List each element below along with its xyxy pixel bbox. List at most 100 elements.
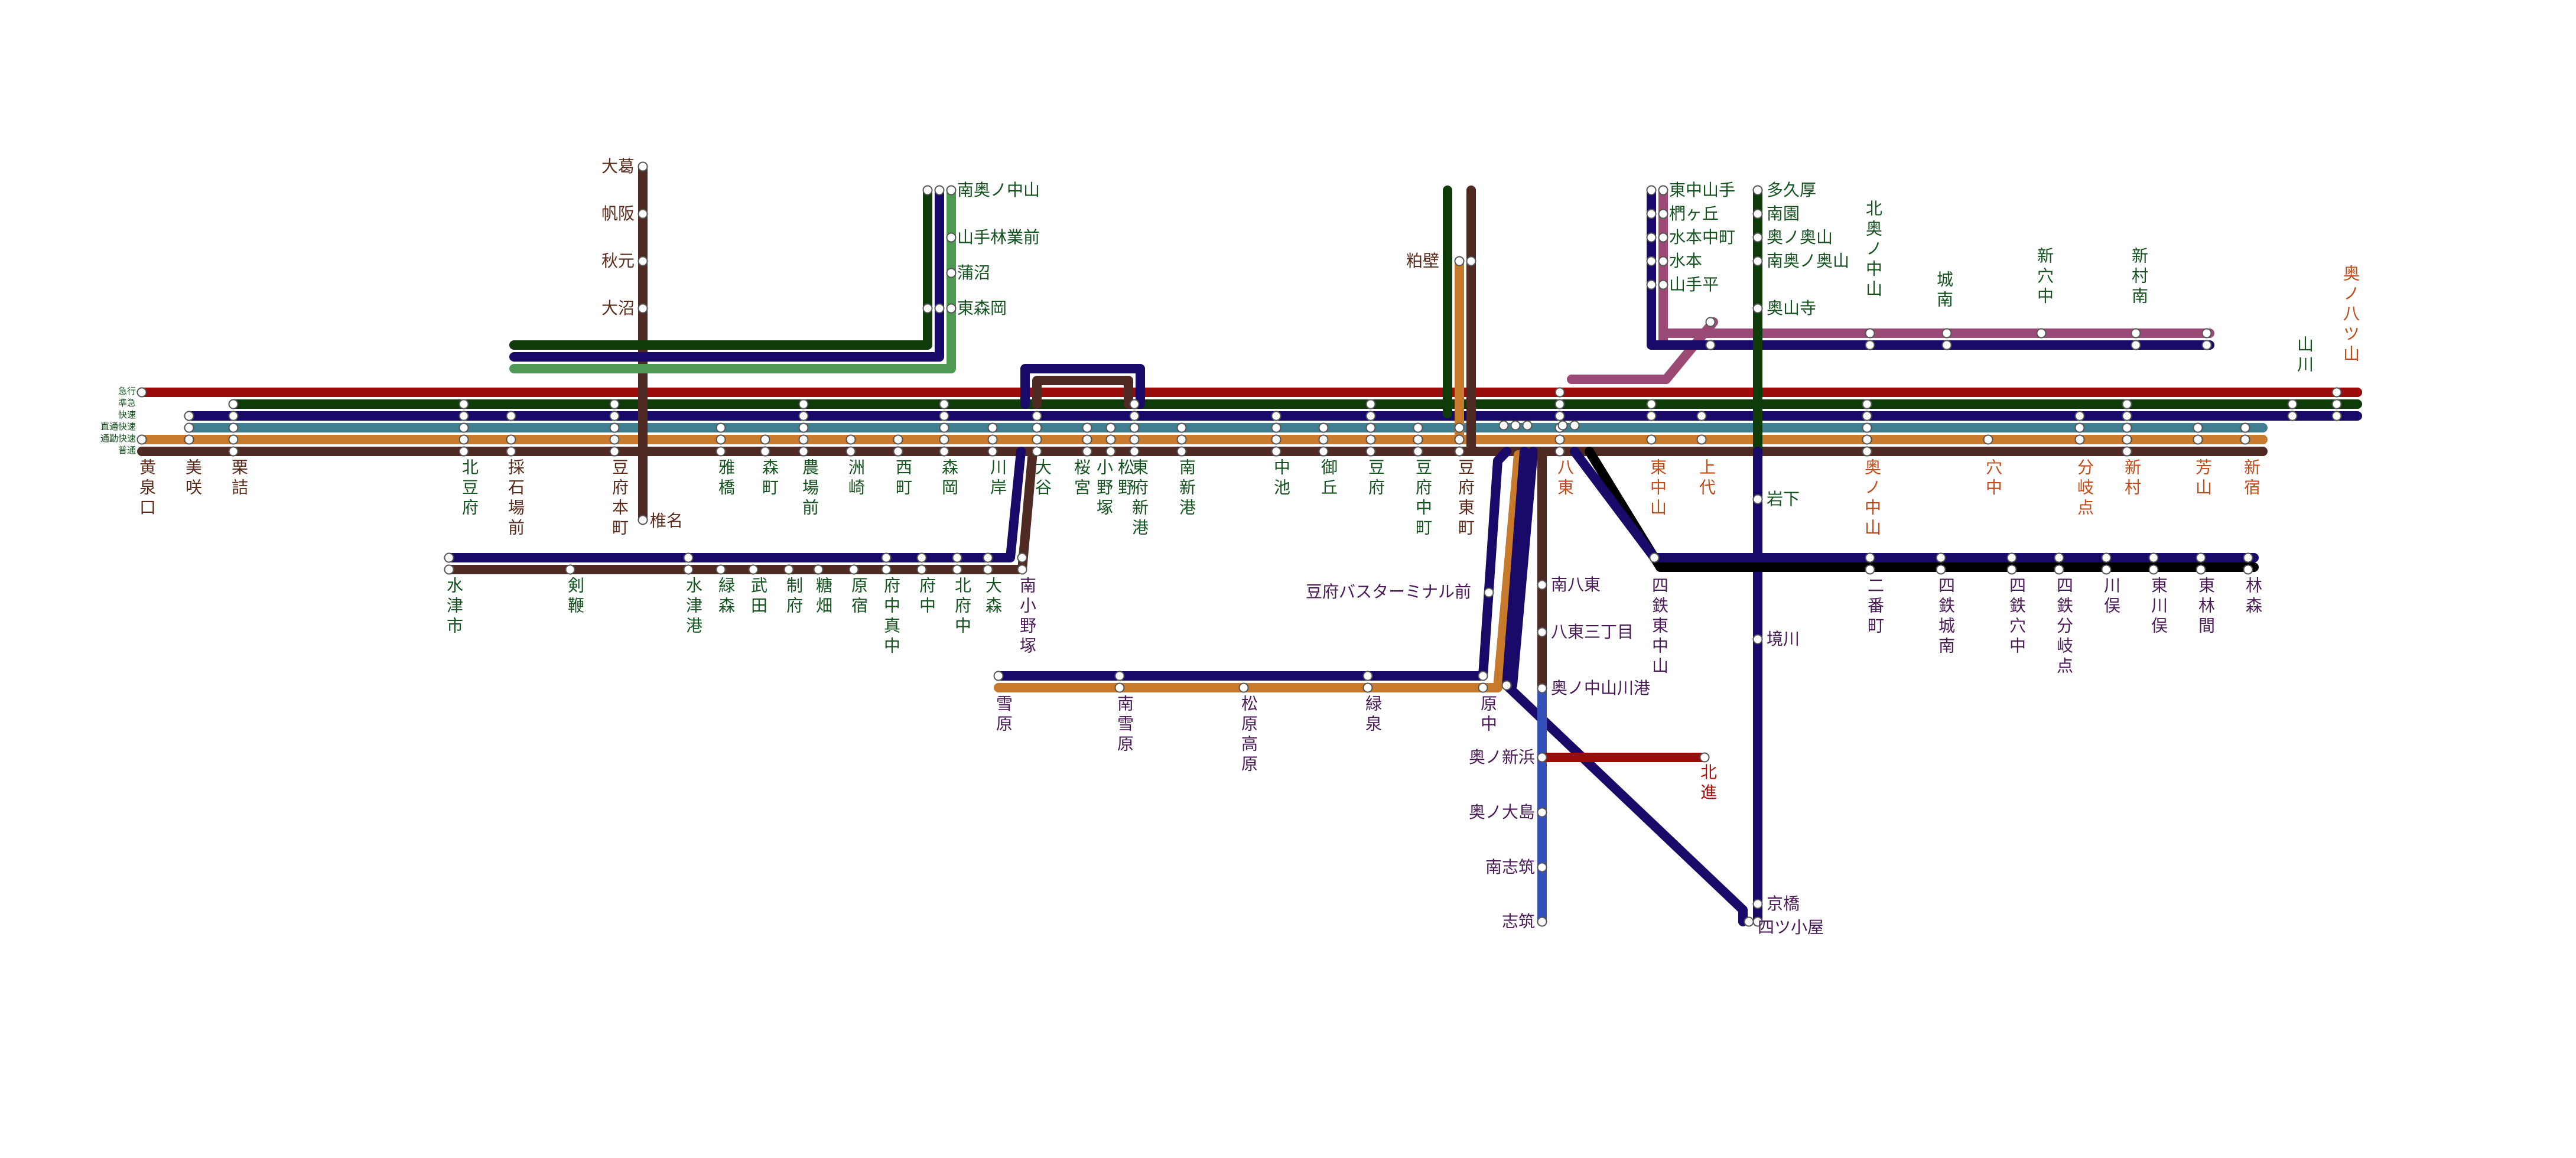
station-marker [881,564,892,575]
station-label-otani: 大谷 [1033,458,1052,499]
station-marker [2331,387,2342,398]
station-label-kamishiro: 上代 [1697,458,1716,499]
legend-item: 快速 [118,409,136,420]
station-marker [715,446,726,457]
station-marker [1646,279,1657,290]
station-label-mioka: 御丘 [1319,458,1338,499]
station-marker [1271,446,1282,457]
station-label-kasukabe: 粕壁 [1406,251,1439,271]
station-label-bunkiten: 分岐点 [2075,458,2094,519]
station-label-morioka: 森岡 [939,458,959,499]
station-marker [946,232,957,243]
station-label-yatsuhigashi: 八東 [1555,458,1575,499]
station-label-onuma: 大沼 [601,298,635,318]
station-marker [2148,564,2159,575]
station-marker [1865,564,1875,575]
station-marker [1129,446,1140,457]
station-marker [1105,422,1116,433]
station-marker [993,671,1004,681]
station-label-minamizono: 南園 [1767,204,1800,223]
station-label-nakaike: 中池 [1271,458,1291,499]
station-label-susaki: 洲崎 [846,458,866,499]
station-marker [1454,446,1465,457]
station-marker [1032,411,1042,421]
station-marker [1862,434,1872,445]
station-marker [1484,587,1494,598]
station-marker [748,564,759,575]
station-marker [1537,580,1547,590]
station-marker [1936,552,1946,563]
station-marker [1554,411,1565,421]
station-marker [1082,446,1092,457]
station-label-kitaokunonakayama: 北奥ノ中山 [1863,200,1883,300]
station-marker [939,399,949,409]
station-label-rinshin: 林森 [2243,577,2263,617]
station-label-mizutsushi: 水津市 [444,577,464,637]
legend-item: 直通快速 [100,421,136,432]
station-marker [609,411,620,421]
station-label-kyobashi: 京橋 [1767,894,1800,913]
station-marker [1271,434,1282,445]
station-label-anachu: 穴中 [1983,458,2003,499]
station-marker [1752,303,1763,314]
station-marker [1413,422,1423,433]
station-marker [1649,552,1660,563]
station-label-taketa: 武田 [749,577,768,617]
station-marker [1862,446,1872,457]
station-marker [1699,752,1710,763]
station-marker [458,422,469,433]
station-label-mamefuhigashi: 豆府東町 [1456,458,1475,539]
station-marker [934,303,945,314]
station-label-mizumotonaka: 水本中町 [1669,227,1736,247]
station-marker [458,434,469,445]
station-marker [946,303,957,314]
station-label-nibancho: 二番町 [1865,577,1885,637]
station-label-onozuka: 小野塚 [1094,458,1114,519]
station-marker [1082,434,1092,445]
station-marker [783,564,794,575]
station-marker [2193,434,2203,445]
station-marker [2331,411,2342,421]
station-marker [916,564,927,575]
station-marker [1017,564,1027,575]
station-marker [2243,564,2253,575]
station-label-higashimorioka: 東森岡 [957,298,1007,318]
station-label-yamate: 山手林業前 [957,227,1040,247]
station-marker [1696,411,1707,421]
station-label-kise: 黄泉口 [137,458,157,519]
station-label-kurizume: 栗詰 [229,458,249,499]
station-label-okadaira: 大葛 [601,157,635,176]
station-marker [798,399,809,409]
station-label-yamakawa: 山川 [2295,336,2314,376]
station-marker [565,564,575,575]
station-marker [609,399,620,409]
station-marker [1537,752,1547,763]
station-marker [136,387,147,398]
station-marker [1365,434,1376,445]
station-marker [1936,564,1946,575]
station-label-hosaka: 帆阪 [601,204,635,223]
station-marker [184,434,194,445]
station-marker [1362,671,1373,681]
station-marker [952,564,962,575]
station-label-morimachi: 森町 [760,458,779,499]
station-marker [638,515,648,525]
station-marker [1646,256,1657,266]
station-label-marugaoka: 椚ヶ丘 [1669,204,1719,223]
station-marker [983,564,993,575]
station-label-yukihara: 雪原 [994,695,1013,735]
station-marker [1557,420,1568,431]
station-label-jonan: 城南 [1934,271,1954,311]
station-marker [1129,399,1140,409]
station-marker [1646,209,1657,219]
station-marker [2148,552,2159,563]
station-marker [946,268,957,278]
station-marker [506,446,516,457]
station-label-sakuramiya: 桜宮 [1072,458,1091,499]
station-marker [1865,552,1875,563]
station-marker [939,446,949,457]
line-mizutsu-blue [444,447,1026,562]
line-yotsugoya [1502,447,1748,926]
station-marker [934,185,945,196]
station-marker [1105,434,1116,445]
